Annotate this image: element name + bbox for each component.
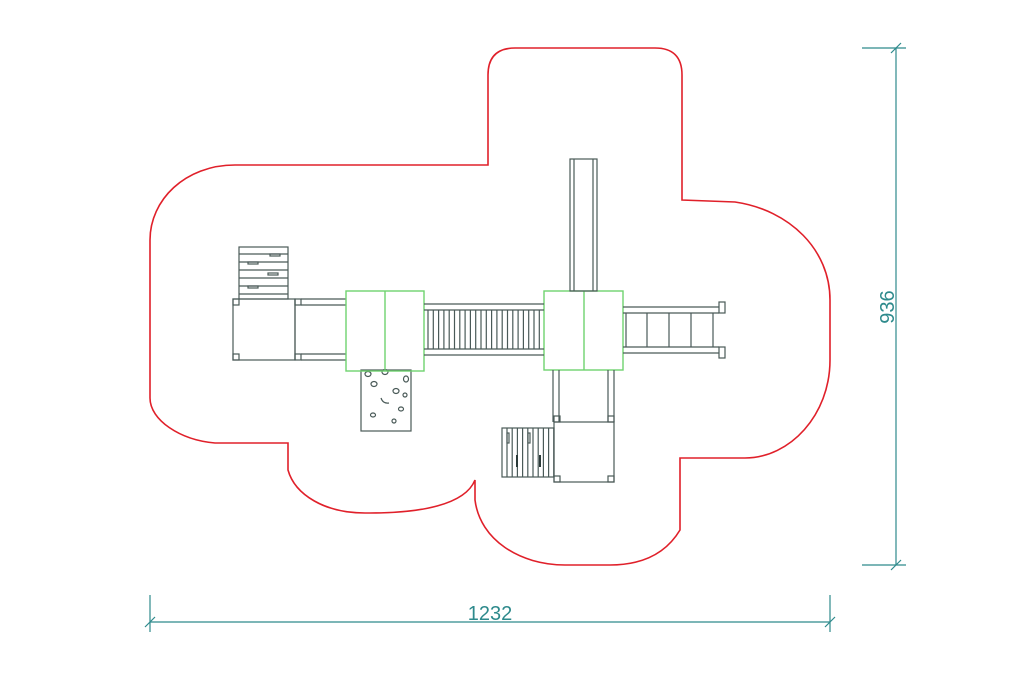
safety-zone-outline <box>149 47 831 566</box>
width-dimension: 1232 <box>144 595 836 632</box>
climbing-wall <box>360 368 412 432</box>
height-dimension: 936 <box>862 42 906 571</box>
slide <box>569 158 598 292</box>
height-label: 936 <box>877 290 899 323</box>
width-label: 1232 <box>468 603 513 625</box>
right-ladder <box>623 301 726 359</box>
middle-bridge <box>424 303 544 356</box>
left-steps <box>238 246 289 300</box>
left-tower <box>232 298 346 361</box>
lower-tower <box>501 370 615 483</box>
